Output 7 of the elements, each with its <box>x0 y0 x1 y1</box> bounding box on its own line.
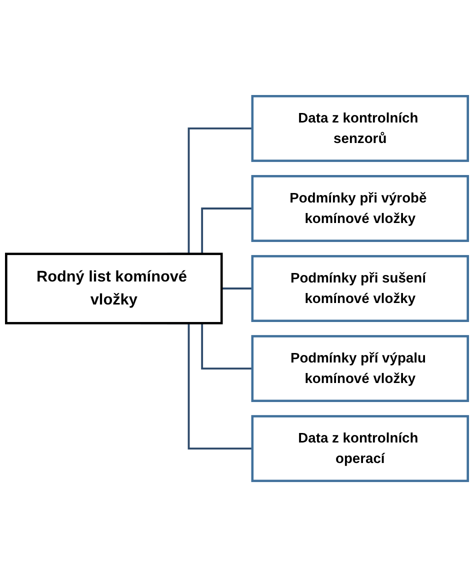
node-box: Data z kontrolních operací <box>251 416 469 483</box>
node-box: Podmínky při sušení komínové vložky <box>251 256 469 322</box>
node-box: Rodný list komínové vložky <box>5 253 223 325</box>
node-box: Podmínky pří výpalu komínové vložky <box>251 336 469 402</box>
node-box: Podmínky při výrobě komínové vložky <box>251 176 469 242</box>
node-box: Data z kontrolních senzorů <box>251 95 469 162</box>
connector <box>222 288 252 290</box>
